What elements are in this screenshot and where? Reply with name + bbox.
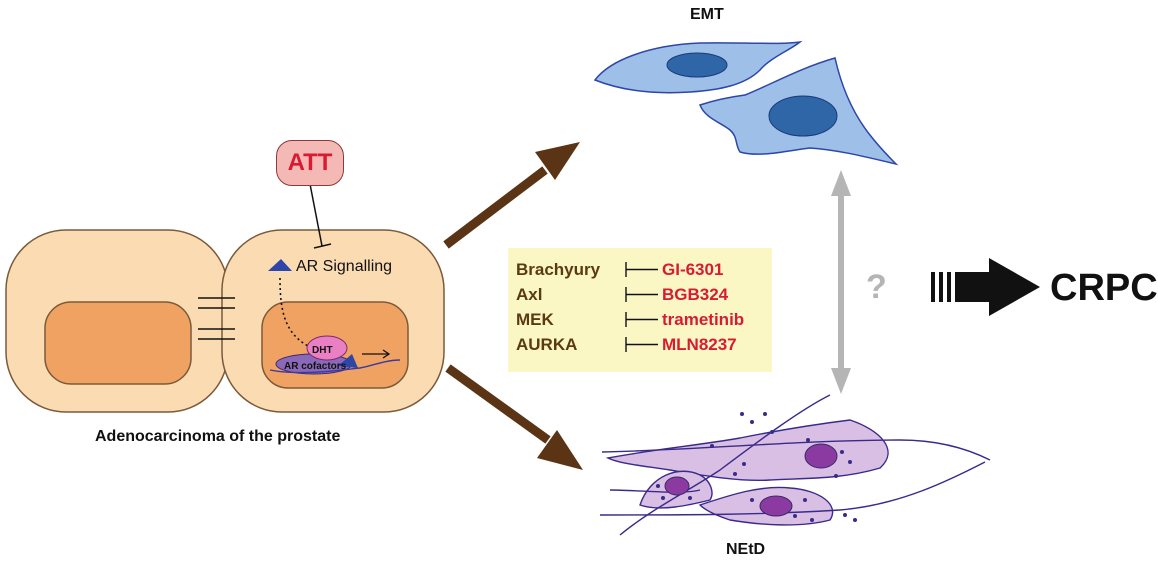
ar-triangle-icon [268, 259, 292, 271]
emt-nucleus-1 [666, 52, 728, 78]
dht-label: DHT [312, 345, 333, 356]
inhibitor-name: GI-6301 [662, 260, 724, 279]
dna-strand [269, 359, 401, 374]
ar-signalling-label: AR Signalling [296, 258, 393, 275]
netd-process-2 [599, 461, 986, 516]
crpc-label: CRPC [1050, 267, 1158, 309]
adenocarcinoma-label: Adenocarcinoma of the prostate [95, 428, 341, 445]
emt-label: EMT [690, 6, 724, 23]
inhibition-bars [625, 262, 658, 352]
drug-table: Brachyury Axl MEK AURKA GI-6301 BGB324 t… [508, 248, 772, 372]
crpc-arrow [931, 258, 1040, 316]
netd-nucleus-1 [804, 443, 838, 469]
ar-bound-triangle-icon [338, 354, 358, 368]
netd-process-1 [601, 439, 991, 461]
target-name: Axl [516, 285, 543, 304]
emt-nucleus-2 [768, 95, 838, 137]
att-inhibition-line [309, 183, 323, 247]
inhibitor-name: BGB324 [662, 285, 729, 304]
gray-double-arrow [831, 170, 851, 394]
netd-process-4 [609, 489, 701, 493]
left-nucleus [44, 301, 192, 385]
att-box: ATT [276, 140, 344, 186]
cell-junctions [198, 297, 235, 340]
att-inhibition-bar [313, 243, 332, 249]
neurosecretory-granules [656, 412, 857, 522]
arrow-to-netd [445, 364, 583, 470]
inhibitor-name: trametinib [662, 310, 745, 329]
transcription-arrowhead [382, 349, 391, 359]
inhibitor-name: MLN8237 [662, 335, 737, 354]
target-name: MEK [516, 310, 554, 329]
ar-cofactors-label: AR cofactors [284, 361, 347, 372]
netd-nucleus-3 [759, 495, 793, 517]
netd-process-3 [619, 394, 831, 536]
question-mark: ? [866, 268, 887, 306]
netd-nucleus-2 [664, 476, 690, 496]
att-label: ATT [287, 149, 333, 176]
netd-label: NEtD [726, 541, 766, 558]
dht-shape [306, 335, 348, 361]
target-name: AURKA [516, 335, 578, 354]
target-name: Brachyury [516, 260, 601, 279]
arrow-to-emt [443, 142, 580, 249]
